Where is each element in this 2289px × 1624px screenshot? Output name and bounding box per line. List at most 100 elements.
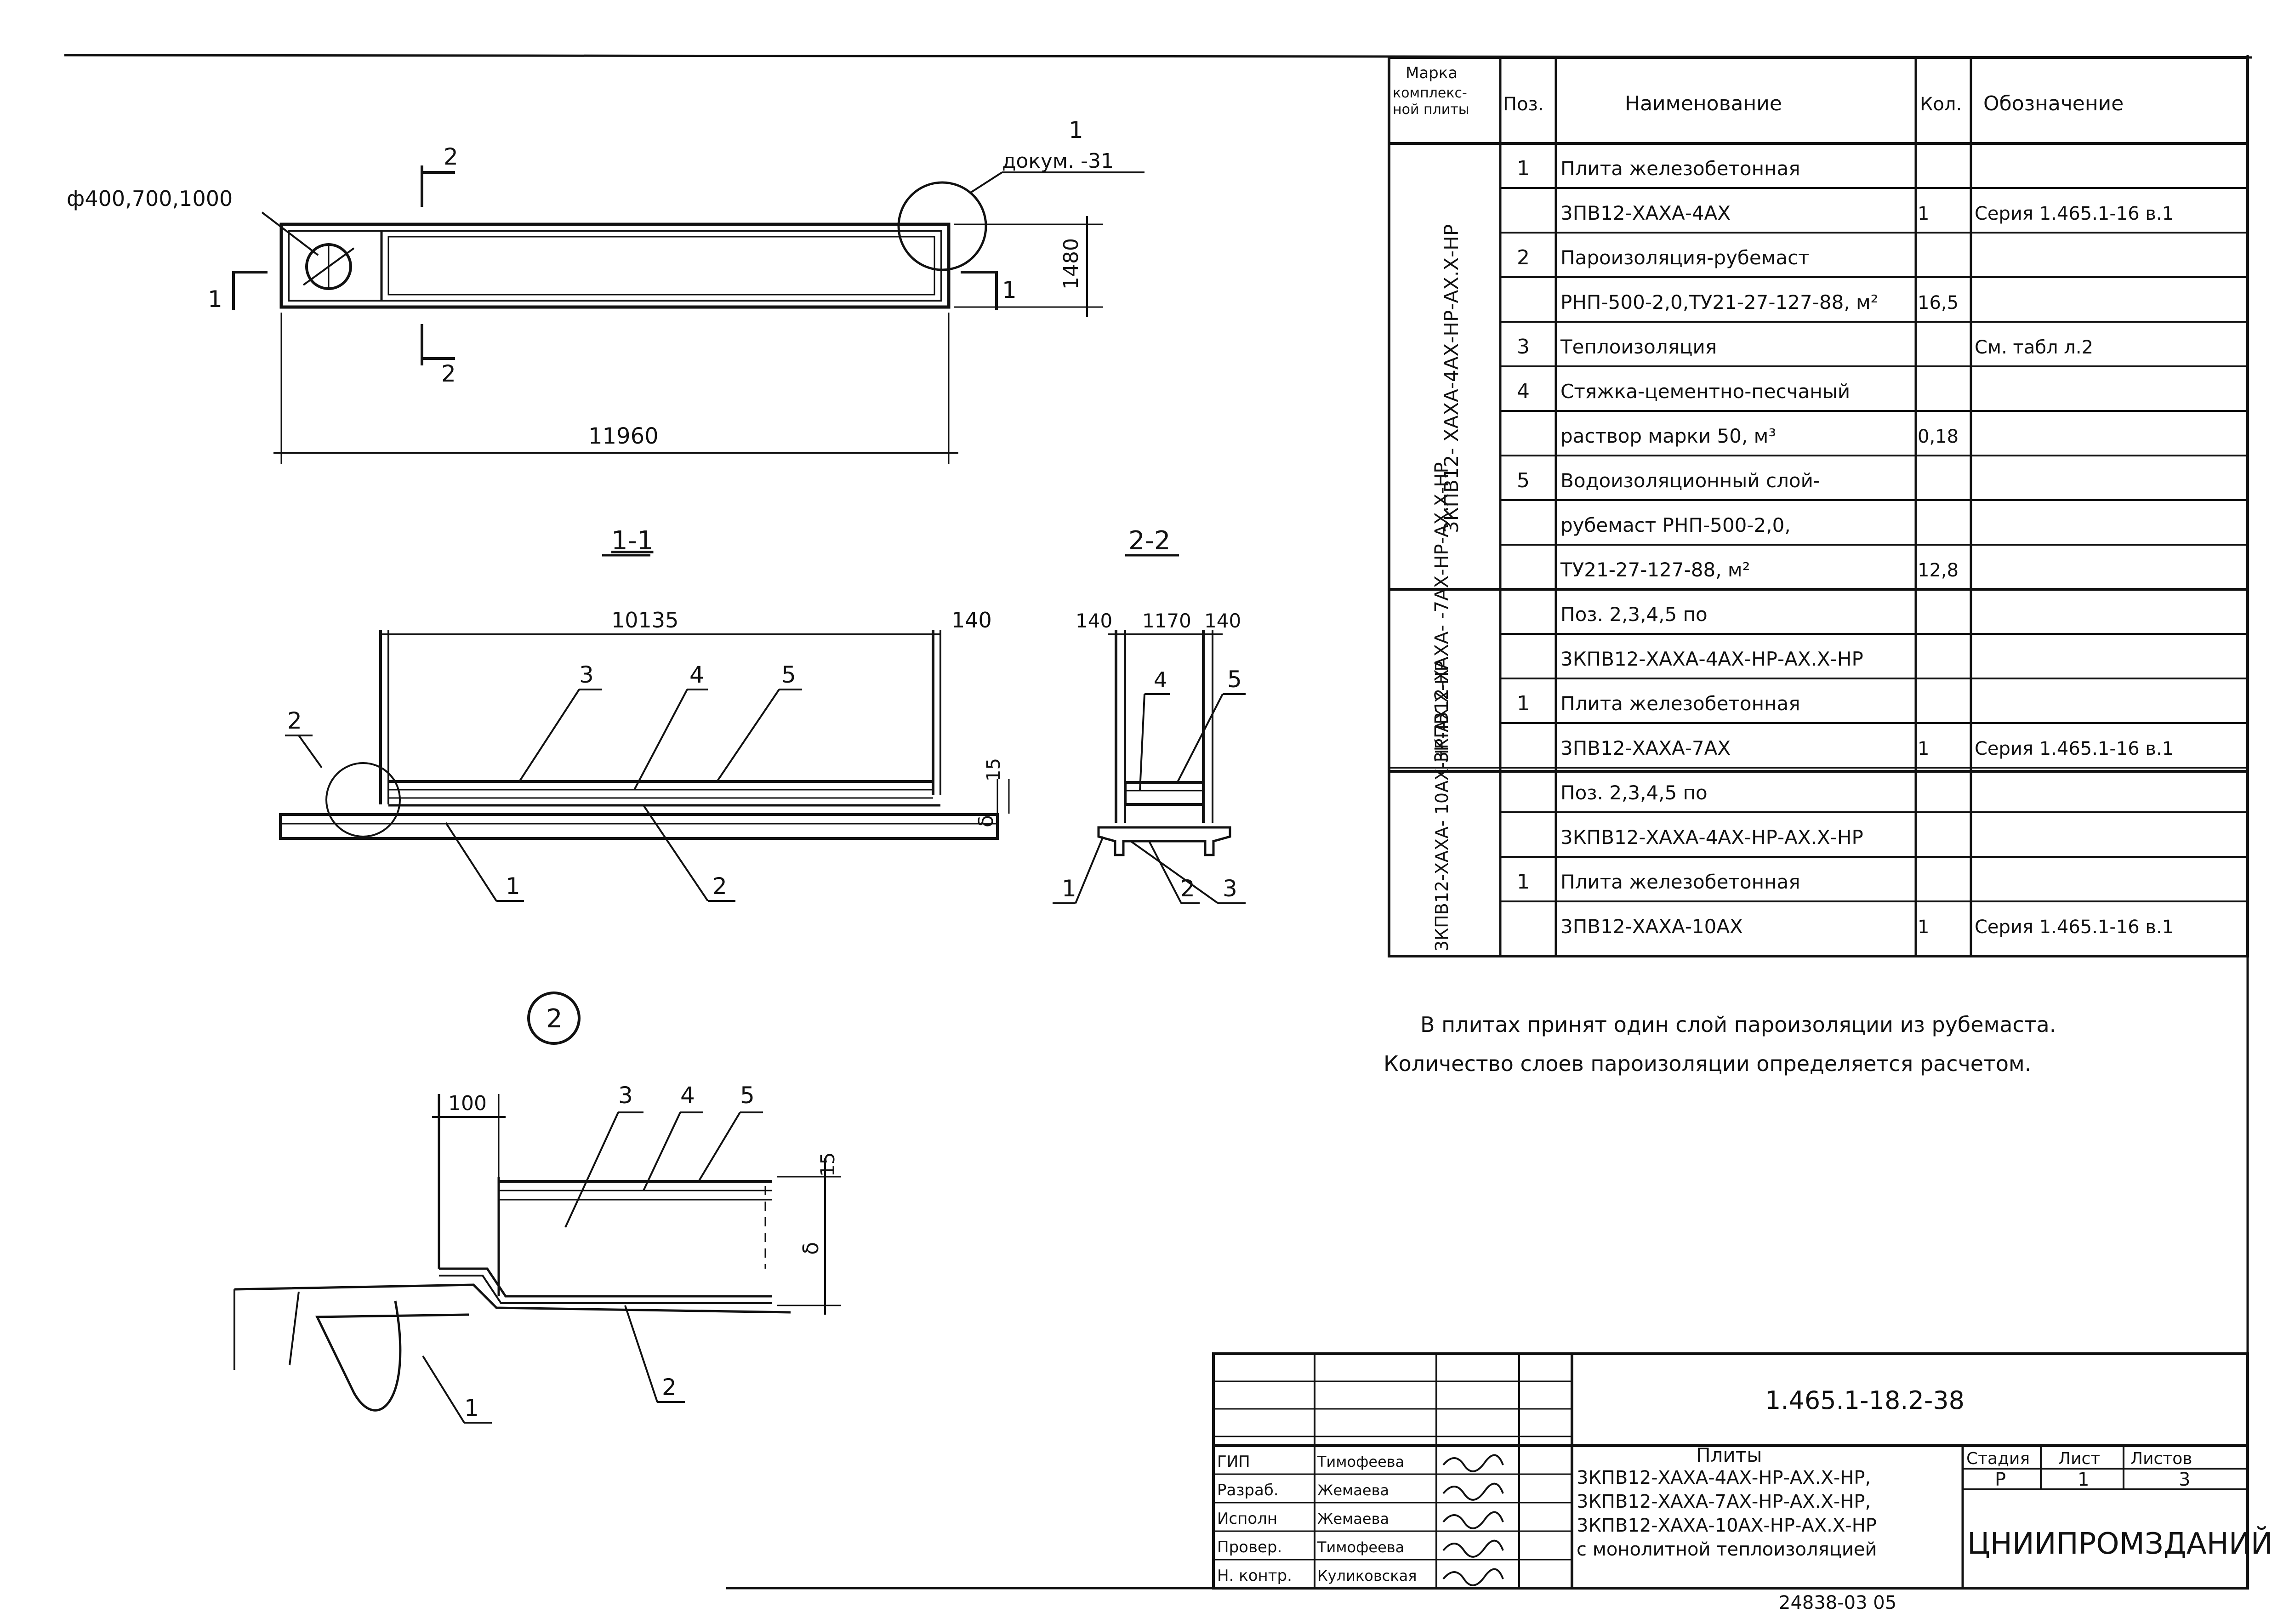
- spec-header-qty: Кол.: [1920, 94, 1962, 115]
- section-11-pos-5: 5: [781, 661, 796, 688]
- section-22-top-label: 2: [444, 143, 458, 170]
- title-line-3: 3КПВ12-ХАХА-7АХ-НР-АХ.Х-НР,: [1577, 1491, 1871, 1512]
- section-11-pos-2: 2: [712, 873, 727, 900]
- spec-header-pos: Поз.: [1503, 94, 1544, 115]
- section-2-2: 2-2 140 1170 140 4 5 1 2 3: [1053, 526, 1246, 904]
- section-11-pos-3: 3: [579, 661, 594, 688]
- spec-cell-name: рубемаст РНП-500-2,0,: [1560, 514, 1791, 536]
- spec-cell-name: Водоизоляционный слой-: [1560, 469, 1820, 492]
- sheet-header: Лист: [2058, 1449, 2100, 1468]
- spec-header-mark-l3: ной плиты: [1393, 102, 1469, 118]
- section-11-right-label: 1: [1002, 277, 1017, 303]
- hole-leader: [261, 211, 319, 256]
- detail-2-dim-100: 100: [448, 1092, 487, 1115]
- detail-2-mark: 2: [546, 1004, 563, 1034]
- callout-reference: докум. -31: [1002, 149, 1114, 173]
- spec-cell-code: Серия 1.465.1-16 в.1: [1975, 738, 2174, 759]
- spec-cell-name: Стяжка-цементно-песчаный: [1560, 380, 1850, 403]
- detail-2-pos-5: 5: [740, 1082, 755, 1109]
- detail-2-delta: δ: [798, 1242, 823, 1255]
- detail-2-mark-circle: [527, 991, 581, 1045]
- note-line-2: Количество слоев пароизоляции определяет…: [1384, 1051, 2031, 1076]
- plan-cavity: [387, 236, 935, 296]
- section-22-dim-right: 140: [1204, 610, 1241, 632]
- staff-name: Тимофеева: [1317, 1453, 1404, 1470]
- spec-header-code: Обозначение: [1983, 92, 2124, 115]
- notes: В плитах принят один слой пароизоляции и…: [1384, 1012, 2056, 1076]
- spec-group-mark-3: 3КПВ12-ХАХА- 10АХ-НР-АХ.Х-НР: [1432, 661, 1452, 952]
- section-11-detail-ref: 2: [287, 707, 302, 734]
- staff-role: ГИП: [1217, 1453, 1250, 1471]
- detail-2-pos-4: 4: [680, 1082, 695, 1109]
- bottom-archive-code: 24838-03 05: [1779, 1592, 1896, 1613]
- signature-mark: [1442, 1482, 1504, 1501]
- plan-length-dim: 11960: [588, 423, 659, 449]
- signature-mark: [1442, 1454, 1504, 1472]
- title-line-2: 3КПВ12-ХАХА-4АХ-НР-АХ.Х-НР,: [1577, 1467, 1871, 1488]
- section-22-pos-2: 2: [1180, 875, 1195, 902]
- section-22-title: 2-2: [1128, 526, 1170, 556]
- detail-2-pos-2: 2: [662, 1374, 677, 1401]
- plan-view: ф400,700,1000 2 2 1 1 1 докум. -31 1480 …: [67, 117, 1144, 464]
- section-22-dim-mid: 1170: [1142, 610, 1191, 632]
- title-doc-code: 1.465.1-18.2-38: [1765, 1386, 1964, 1415]
- spec-cell-name: Плита железобетонная: [1560, 157, 1800, 180]
- spec-table: Марка комплекс- ной плиты Поз. Наименова…: [1388, 56, 2249, 957]
- spec-cell-code: Серия 1.465.1-16 в.1: [1975, 203, 2174, 224]
- staff-role: Исполн: [1217, 1510, 1277, 1528]
- stage-value: Р: [1995, 1469, 2006, 1490]
- spec-cell-name: Плита железобетонная: [1560, 692, 1800, 715]
- detail-2-pos-1: 1: [464, 1395, 479, 1421]
- spec-cell-pos: 2: [1517, 246, 1530, 269]
- spec-cell-name: Пароизоляция-рубемаст: [1560, 246, 1810, 269]
- title-line-5: с монолитной теплоизоляцией: [1577, 1539, 1877, 1560]
- spec-group-mark-2: 3КПВ12-ХАХА- -7АХ-НР-АХ.Х-НР: [1431, 462, 1452, 763]
- section-22-pos-1: 1: [1062, 875, 1076, 902]
- spec-cell-name: Поз. 2,3,4,5 по: [1560, 603, 1708, 626]
- detail-2-dim-15: 15: [816, 1152, 839, 1177]
- stage-header: Стадия: [1966, 1449, 2030, 1468]
- sheets-header: Листов: [2130, 1449, 2192, 1468]
- staff-name: Куликовская: [1317, 1567, 1417, 1584]
- spec-cell-qty: 1: [1918, 917, 1929, 938]
- signature-mark: [1442, 1511, 1504, 1529]
- section-1-1: 1-1 10135 140 15 δ 2 3 4: [279, 526, 1010, 902]
- spec-cell-name: 3КПВ12-ХАХА-4АХ-НР-АХ.Х-НР: [1560, 648, 1863, 670]
- plan-outline: [279, 222, 951, 309]
- signature-mark: [1442, 1568, 1504, 1586]
- staff-role: Разраб.: [1217, 1481, 1279, 1499]
- spec-cell-name: 3ПВ12-ХАХА-7АХ: [1560, 737, 1731, 759]
- section-22-pos-5: 5: [1227, 666, 1242, 693]
- spec-cell-qty: 16,5: [1918, 292, 1959, 313]
- detail-2-pos-3: 3: [618, 1082, 633, 1109]
- section-11-inner-dim: 10135: [611, 608, 678, 633]
- sheet-value: 1: [2078, 1469, 2089, 1490]
- section-22-pos-3: 3: [1223, 875, 1237, 902]
- title-line-4: 3КПВ12-ХАХА-10АХ-НР-АХ.Х-НР: [1577, 1515, 1877, 1536]
- spec-cell-name: Плита железобетонная: [1560, 871, 1800, 893]
- spec-cell-pos: 1: [1517, 870, 1530, 894]
- spec-cell-code: См. табл л.2: [1975, 337, 2093, 358]
- spec-cell-name: раствор марки 50, м³: [1560, 425, 1776, 447]
- spec-cell-name: РНП-500-2,0,ТУ21-27-127-88, м²: [1560, 291, 1879, 313]
- callout-number: 1: [1069, 117, 1083, 143]
- detail-2: 2 100 15 δ 3 4 5 1 2: [233, 991, 841, 1424]
- staff-name: Жемаева: [1317, 1510, 1389, 1527]
- spec-cell-pos: 5: [1517, 469, 1530, 492]
- spec-cell-name: 3ПВ12-ХАХА-4АХ: [1560, 202, 1731, 224]
- spec-cell-pos: 1: [1517, 692, 1530, 715]
- plan-inner-outline: [288, 230, 942, 302]
- section-11-title: 1-1: [611, 526, 653, 556]
- section-22-layers: [1124, 781, 1205, 806]
- spec-cell-qty: 1: [1918, 203, 1929, 224]
- spec-cell-pos: 1: [1517, 157, 1530, 180]
- hole-label: ф400,700,1000: [67, 186, 233, 211]
- section-22-slab: [1097, 826, 1231, 856]
- staff-name: Тимофеева: [1317, 1539, 1404, 1556]
- spec-cell-qty: 1: [1918, 738, 1929, 759]
- staff-name: Жемаева: [1317, 1482, 1389, 1499]
- section-22-pos-4: 4: [1154, 667, 1167, 692]
- spec-header-mark-l1: Марка: [1406, 64, 1458, 82]
- section-11-slab: [279, 813, 999, 840]
